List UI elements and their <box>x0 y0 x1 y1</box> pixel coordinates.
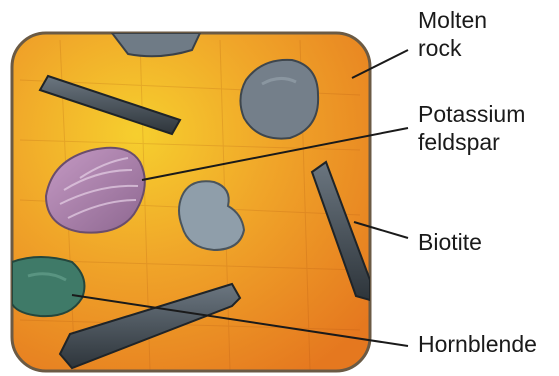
label-hornblende: Hornblende <box>418 330 537 358</box>
label-molten-rock: Molten rock <box>418 6 487 62</box>
label-molten-rock-line2: rock <box>418 34 487 62</box>
label-biotite: Biotite <box>418 228 482 256</box>
label-potassium-feldspar: Potassium feldspar <box>418 100 525 156</box>
label-potassium-feldspar-line2: feldspar <box>418 128 525 156</box>
green-mineral <box>12 257 84 316</box>
label-molten-rock-line1: Molten <box>418 6 487 34</box>
gray-crystal-upper-right <box>240 60 318 139</box>
label-potassium-feldspar-line1: Potassium <box>418 100 525 128</box>
